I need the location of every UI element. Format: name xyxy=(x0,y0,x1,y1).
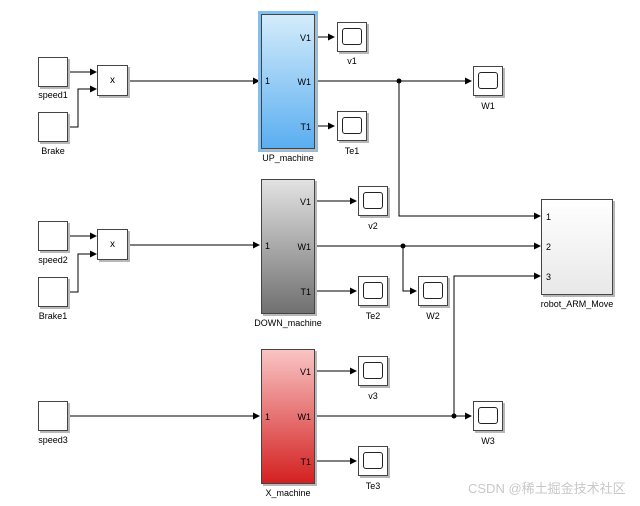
up-out-port-w1: W1 xyxy=(297,77,312,87)
scope-te3[interactable] xyxy=(358,446,388,476)
scope-w2[interactable] xyxy=(418,276,448,306)
step-brake1-block[interactable] xyxy=(38,277,68,307)
scope-v2-label: v2 xyxy=(368,221,378,231)
scope-v1[interactable] xyxy=(337,22,367,52)
scope-w1[interactable] xyxy=(473,66,503,96)
selection-highlight xyxy=(258,11,318,152)
down-machine-subsystem[interactable]: 1 V1 W1 T1 xyxy=(261,179,315,314)
wire-w2-scope xyxy=(402,246,417,295)
up-machine-label: UP_machine xyxy=(262,153,314,163)
x-out-port-v1: V1 xyxy=(299,367,311,377)
scope-w2-label: W2 xyxy=(426,311,440,321)
down-out-port-v1: V1 xyxy=(299,197,311,207)
wire-w1-robot xyxy=(398,81,541,220)
scope-v1-label: v1 xyxy=(347,56,357,66)
robot-in-port-2: 2 xyxy=(546,242,552,252)
x-machine-label: X_machine xyxy=(265,488,311,498)
down-out-port-t1: T1 xyxy=(300,287,311,297)
robot-in-port-1: 1 xyxy=(546,212,552,222)
scope-w3-label: W3 xyxy=(481,436,495,446)
up-machine-subsystem[interactable]: 1 V1 W1 T1 xyxy=(261,14,315,149)
watermark: CSDN @稀土掘金技术社区 xyxy=(468,481,626,496)
step-speed3-label: speed3 xyxy=(38,435,68,445)
scope-w3[interactable] xyxy=(473,401,503,431)
step-brake1-label: Brake1 xyxy=(38,311,68,321)
wire-brake-product xyxy=(70,85,97,128)
scope-te2[interactable] xyxy=(358,276,388,306)
wire-w3-robot xyxy=(453,272,541,416)
x-machine-subsystem[interactable]: 1 V1 W1 T1 xyxy=(261,349,315,484)
wire-brake1-product xyxy=(70,250,97,293)
scope-icon xyxy=(478,407,498,424)
up-out-port-t1: T1 xyxy=(300,122,311,132)
down-out-port-w1: W1 xyxy=(297,242,312,252)
step-brake-label: Brake xyxy=(41,146,65,156)
step-speed2-label: speed2 xyxy=(38,255,68,265)
x-out-port-t1: T1 xyxy=(300,457,311,467)
product-block-1[interactable]: x xyxy=(97,65,128,96)
robot-in-port-3: 3 xyxy=(546,272,552,282)
scope-icon xyxy=(363,362,383,379)
scope-icon xyxy=(342,28,362,45)
x-in-port: 1 xyxy=(265,412,271,422)
scope-te1[interactable] xyxy=(337,111,367,141)
product-block-2[interactable]: x xyxy=(97,229,128,260)
step-speed1-label: speed1 xyxy=(38,90,68,100)
step-brake-block[interactable] xyxy=(38,112,68,142)
scope-v3-label: v3 xyxy=(368,391,378,401)
step-speed3-block[interactable] xyxy=(38,401,68,431)
scope-te2-label: Te2 xyxy=(365,311,381,321)
x-out-port-w1: W1 xyxy=(297,412,312,422)
step-speed2-block[interactable] xyxy=(38,221,68,251)
up-out-port-v1: V1 xyxy=(299,33,311,43)
up-in-port: 1 xyxy=(265,76,271,86)
scope-icon xyxy=(363,282,383,299)
scope-icon xyxy=(363,452,383,469)
down-in-port: 1 xyxy=(265,241,271,251)
scope-w1-label: W1 xyxy=(481,101,495,111)
scope-v2[interactable] xyxy=(358,186,388,216)
scope-icon xyxy=(423,282,443,299)
scope-icon xyxy=(342,117,362,134)
robot-arm-move-label: robot_ARM_Move xyxy=(540,299,614,309)
robot-arm-move-subsystem[interactable]: 1 2 3 xyxy=(541,199,613,295)
down-machine-label: DOWN_machine xyxy=(254,318,322,328)
step-speed1-block[interactable] xyxy=(38,57,68,87)
scope-icon xyxy=(363,192,383,209)
scope-te1-label: Te1 xyxy=(344,146,360,156)
scope-v3[interactable] xyxy=(358,356,388,386)
scope-te3-label: Te3 xyxy=(365,481,381,491)
scope-icon xyxy=(478,72,498,89)
